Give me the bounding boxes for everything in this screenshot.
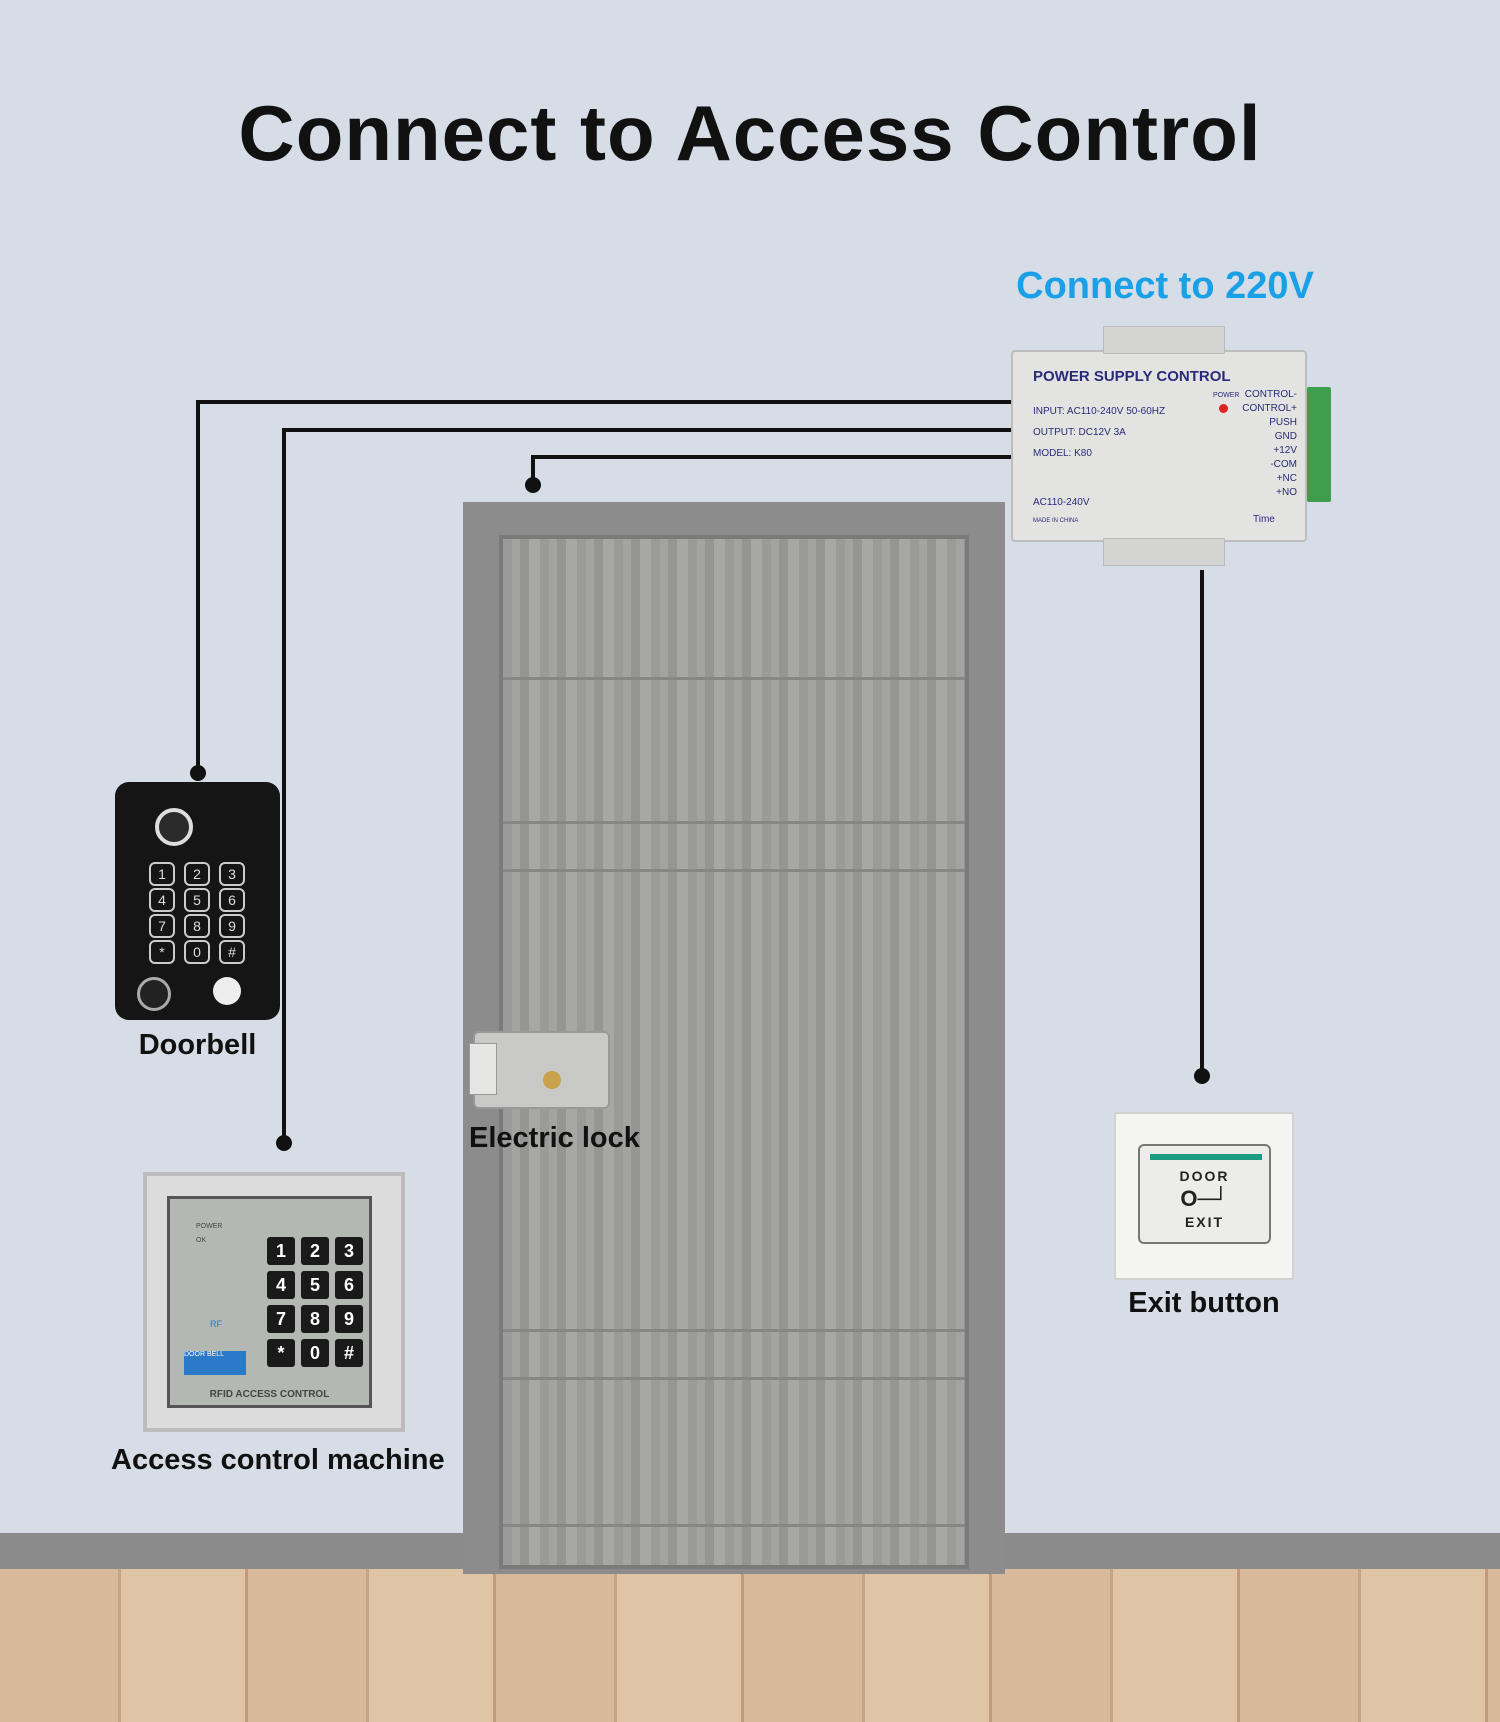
access-control-key: 2: [301, 1237, 329, 1265]
exit-bottom-text: EXIT: [1184, 1214, 1225, 1230]
access-control-key: 6: [335, 1271, 363, 1299]
exit-indicator-bar: [1150, 1154, 1262, 1160]
lock-label: Electric lock: [469, 1122, 640, 1154]
terminal-label: +NC: [1276, 473, 1297, 484]
doorbell-key: 7: [149, 914, 175, 938]
psu-mount-top: [1103, 326, 1225, 354]
power-note: Connect to 220V: [1016, 265, 1314, 307]
access-control-key: 4: [267, 1271, 295, 1299]
exit-button-label: Exit button: [1128, 1287, 1280, 1319]
wire-doorbell: [196, 400, 1011, 773]
psu-input: INPUT: AC110-240V 50-60HZ: [1033, 406, 1166, 417]
psu-terminal-labels: CONTROL- CONTROL+ PUSH GND +12V -COM +NC…: [1242, 388, 1297, 500]
psu-output: OUTPUT: DC12V 3A: [1033, 427, 1126, 438]
acm-brand: RFID ACCESS CONTROL: [209, 1389, 330, 1400]
doorbell-key: 3: [219, 862, 245, 886]
wire-access-control-end: [276, 1135, 292, 1151]
fingerprint-sensor-icon: [137, 977, 171, 1011]
psu-made-in: MADE IN CHINA: [1033, 518, 1079, 524]
doorbell-key: #: [219, 940, 245, 964]
key-cylinder-icon: [543, 1071, 561, 1089]
terminal-label: PUSH: [1269, 417, 1297, 428]
electric-lock: [469, 1031, 610, 1109]
psu-model: MODEL: K80: [1033, 448, 1092, 459]
doorbell-key: 2: [184, 862, 210, 886]
acm-ok-label: OK: [196, 1237, 207, 1244]
terminal-label: +12V: [1273, 445, 1297, 456]
access-control-key: 1: [267, 1237, 295, 1265]
access-control-key: 0: [301, 1339, 329, 1367]
access-control-label: Access control machine: [111, 1444, 445, 1476]
call-button-icon: [213, 977, 241, 1005]
psu-mount-bottom: [1103, 538, 1225, 566]
power-led-icon: [1219, 404, 1228, 413]
access-control-key: 8: [301, 1305, 329, 1333]
key-icon: O─┘: [1180, 1186, 1229, 1211]
doorbell-button-label: DOOR BELL: [184, 1351, 225, 1358]
terminal-label: CONTROL-: [1244, 389, 1297, 400]
psu-title: POWER SUPPLY CONTROL: [1033, 368, 1231, 385]
terminal-label: GND: [1274, 431, 1297, 442]
wood-floor: [0, 1569, 1500, 1722]
doorbell-key: 5: [184, 888, 210, 912]
exit-button-device: DOOR O─┘ EXIT: [1114, 1112, 1294, 1280]
acm-rf-label: RF: [210, 1319, 222, 1329]
doorbell-key: 6: [219, 888, 245, 912]
acm-power-label: POWER: [196, 1223, 223, 1230]
access-control-key: #: [335, 1339, 363, 1367]
access-control-key: 7: [267, 1305, 295, 1333]
doorbell-key: 1: [149, 862, 175, 886]
doorbell-button: DOOR BELL: [184, 1351, 246, 1375]
power-supply: POWER SUPPLY CONTROL POWER INPUT: AC110-…: [1011, 326, 1307, 566]
doorbell-key: *: [149, 940, 175, 964]
psu-time-label: Time: [1253, 514, 1275, 525]
psu-ac-label: AC110-240V: [1033, 497, 1090, 508]
terminal-block: [1307, 387, 1331, 502]
doorbell-key: 9: [219, 914, 245, 938]
terminal-label: -COM: [1270, 459, 1297, 470]
wire-lock-end: [525, 477, 541, 493]
wire-doorbell-end: [190, 765, 206, 781]
terminal-label: +NO: [1276, 487, 1297, 498]
doorbell-key: 4: [149, 888, 175, 912]
access-control-panel: POWER OK RF DOOR BELL RFID ACCESS CONTRO…: [167, 1196, 372, 1408]
lock-bolt: [469, 1043, 497, 1095]
access-control-key: 5: [301, 1271, 329, 1299]
terminal-label: CONTROL+: [1242, 403, 1297, 414]
access-control-key: 9: [335, 1305, 363, 1333]
exit-top-text: DOOR: [1179, 1168, 1230, 1184]
doorbell-label: Doorbell: [138, 1029, 257, 1061]
wire-exit-button-end: [1194, 1068, 1210, 1084]
access-control-key: 3: [335, 1237, 363, 1265]
wire-access-control: [282, 428, 1011, 1143]
page-title: Connect to Access Control: [238, 89, 1262, 177]
doorbell-key: 8: [184, 914, 210, 938]
access-control-machine: POWER OK RF DOOR BELL RFID ACCESS CONTRO…: [143, 1172, 405, 1432]
camera-icon: [155, 808, 193, 846]
exit-button-face: DOOR O─┘ EXIT: [1138, 1144, 1271, 1244]
doorbell-key: 0: [184, 940, 210, 964]
access-control-key: *: [267, 1339, 295, 1367]
wire-lock: [531, 455, 1011, 485]
psu-power-label: POWER: [1213, 392, 1240, 399]
